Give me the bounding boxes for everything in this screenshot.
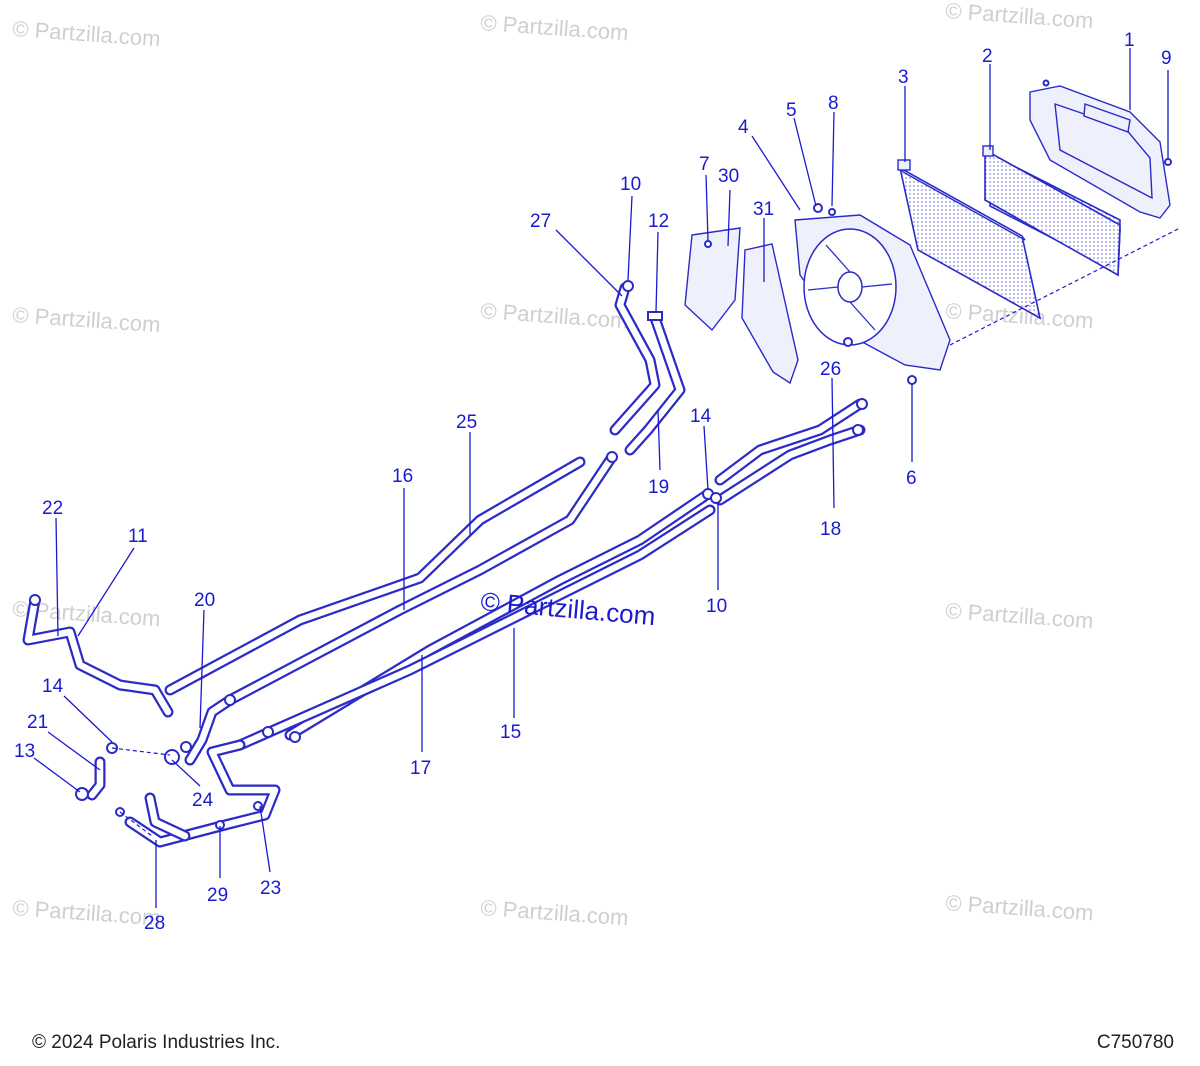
- watermark-text: © Partzilla.com: [12, 16, 162, 51]
- callout-24: 24: [192, 790, 214, 811]
- leader-lines: [33, 48, 1169, 908]
- callout-9: 9: [1161, 48, 1172, 69]
- callout-13: 13: [14, 741, 35, 762]
- callout-19: 19: [648, 477, 669, 498]
- callout-26: 26: [820, 359, 841, 380]
- callout-20: 20: [194, 590, 215, 611]
- callout-3: 3: [898, 67, 909, 88]
- callout-10-top: 10: [620, 174, 641, 195]
- watermark-text: © Partzilla.com: [480, 10, 630, 45]
- callout-10-bottom: 10: [706, 596, 727, 617]
- callout-30: 30: [718, 166, 739, 187]
- watermark-text: © Partzilla.com: [945, 598, 1095, 633]
- callout-28: 28: [144, 913, 165, 934]
- watermark-text: © Partzilla.com: [945, 0, 1095, 33]
- deflector-panel-30: [684, 227, 741, 332]
- callout-2: 2: [982, 46, 993, 67]
- callout-27: 27: [530, 211, 551, 232]
- diagram-code: C750780: [1096, 1032, 1174, 1053]
- callout-1: 1: [1124, 30, 1135, 51]
- fan-assembly: [794, 214, 951, 371]
- copyright-text: © 2024 Polaris Industries Inc.: [32, 1032, 281, 1053]
- radiator-3-cap: [897, 159, 911, 171]
- callout-4: 4: [738, 117, 749, 138]
- callout-6: 6: [906, 468, 917, 489]
- callout-22: 22: [42, 498, 63, 519]
- callout-14-left: 14: [42, 676, 64, 697]
- callout-21: 21: [27, 712, 48, 733]
- watermark-text: © Partzilla.com: [945, 890, 1095, 925]
- callout-7: 7: [699, 154, 710, 175]
- radiator-shroud: [1029, 85, 1171, 219]
- watermark-text: © Partzilla.com: [12, 302, 162, 337]
- callouts: 1 2 3 4 5 6 7 8 9 10 10 11 12 13 14 14 1…: [14, 30, 1172, 934]
- callout-11: 11: [128, 526, 148, 547]
- callout-17: 17: [410, 758, 431, 779]
- watermark-text: © Partzilla.com: [480, 298, 630, 333]
- callout-15: 15: [500, 722, 521, 743]
- hose-layer: [22, 282, 866, 848]
- callout-18: 18: [820, 519, 841, 540]
- callout-5: 5: [786, 100, 797, 121]
- callout-16: 16: [392, 466, 413, 487]
- callout-25: 25: [456, 412, 477, 433]
- callout-14-right: 14: [690, 406, 712, 427]
- radiator-2-cap: [982, 145, 994, 157]
- callout-12: 12: [648, 211, 669, 232]
- callout-31: 31: [753, 199, 774, 220]
- dashed-leaders: [111, 227, 1181, 837]
- radiator-2-body: [984, 148, 1121, 277]
- callout-8: 8: [828, 93, 839, 114]
- watermark-layer: © Partzilla.com © Partzilla.com © Partzi…: [12, 0, 1095, 930]
- watermark-text: © Partzilla.com: [12, 895, 162, 930]
- watermark-text: © Partzilla.com: [480, 895, 630, 930]
- callout-23: 23: [260, 878, 281, 899]
- bracket-31: [741, 243, 799, 385]
- callout-29: 29: [207, 885, 228, 906]
